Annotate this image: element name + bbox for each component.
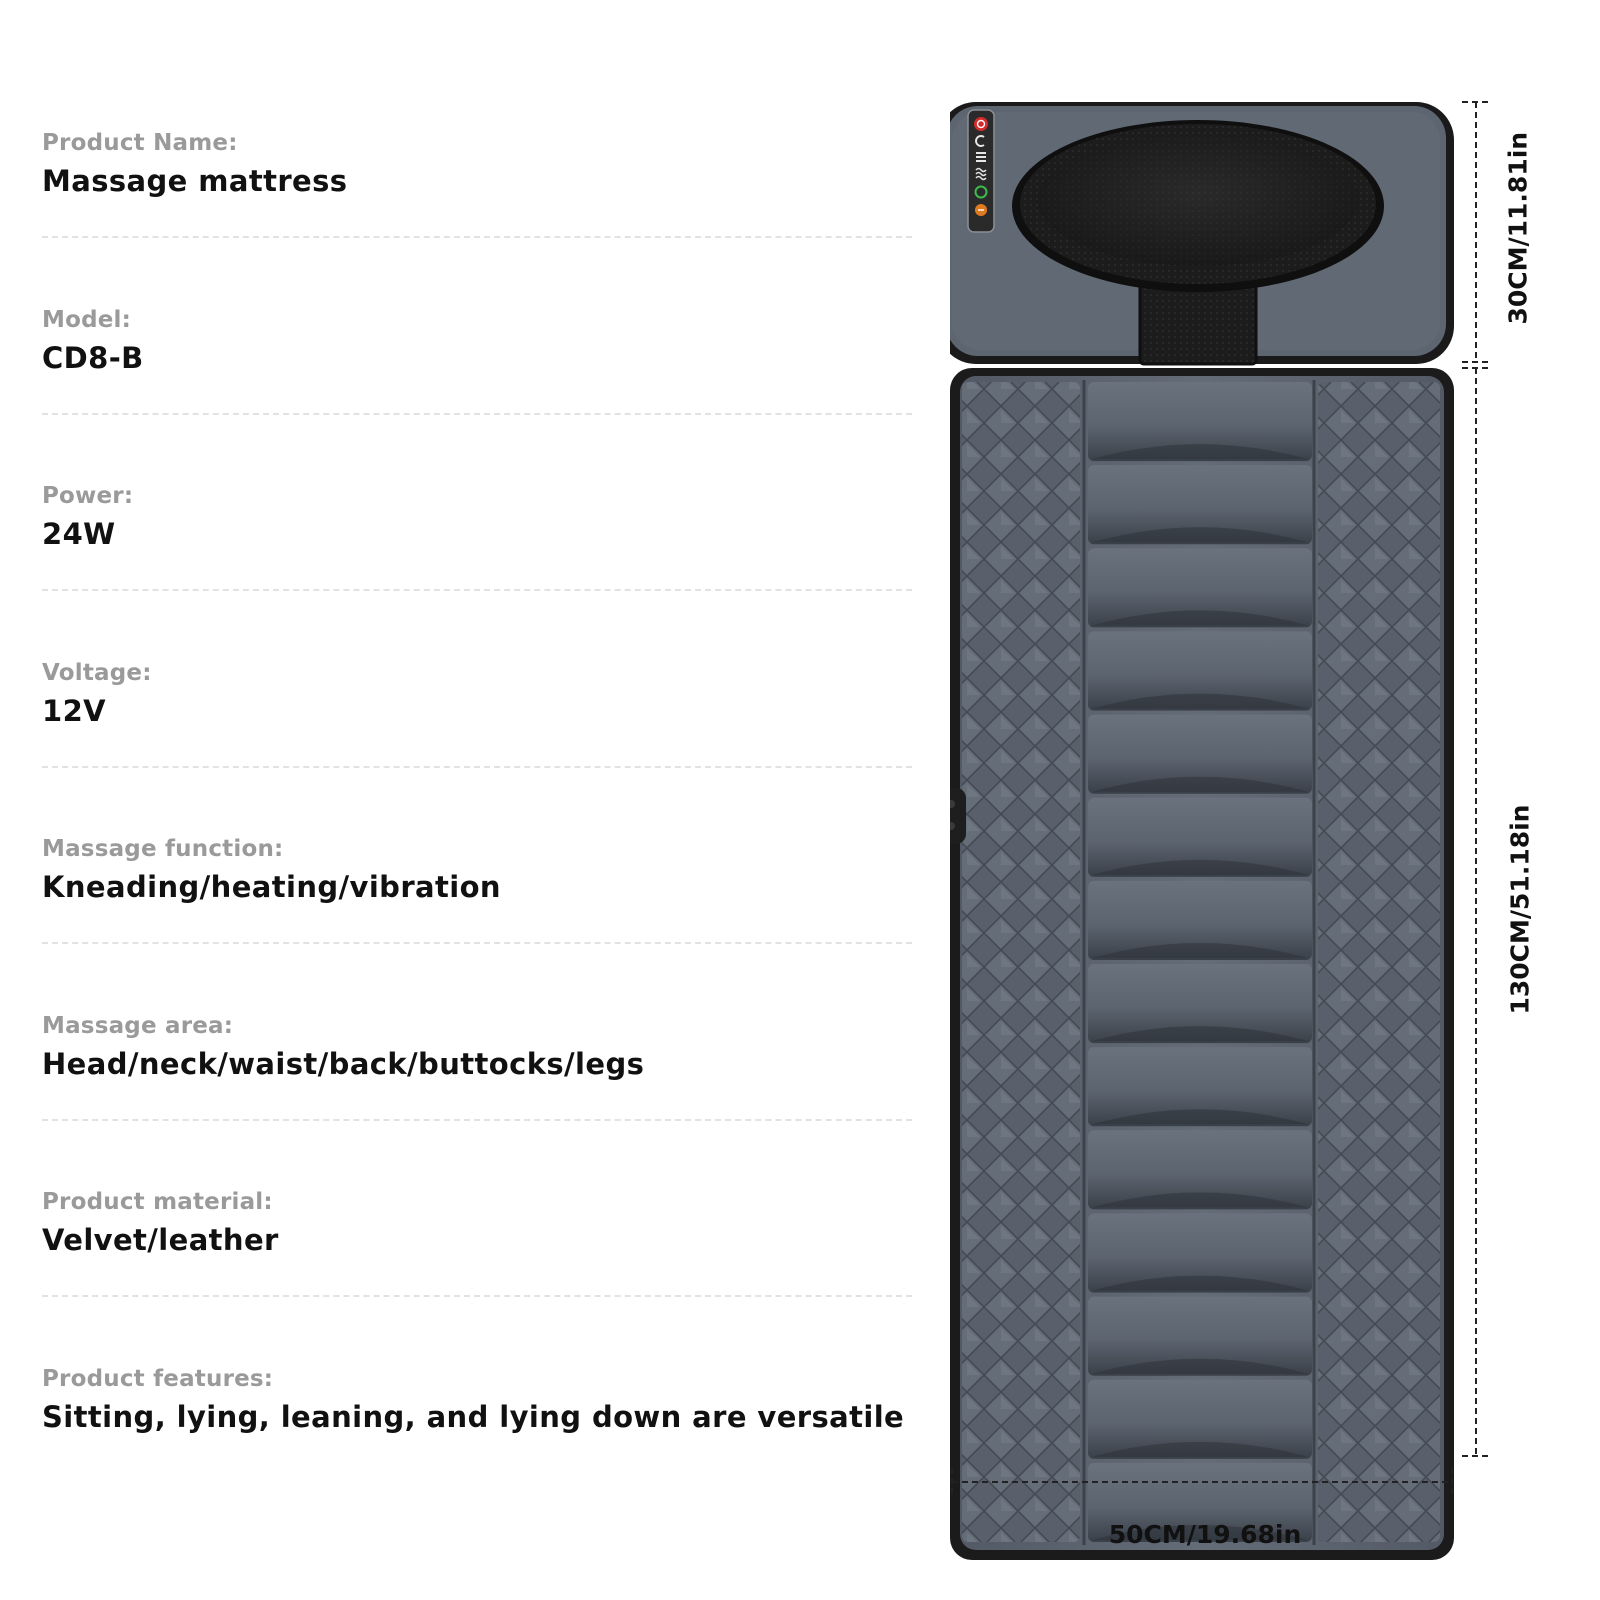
spec-massage-function: Massage function: Kneading/heating/vibra… [42,836,912,1018]
spec-label: Voltage: [42,660,152,686]
spec-value: 24W [42,517,116,551]
spec-value: 12V [42,694,107,728]
level-icon [976,152,986,162]
spec-label: Massage area: [42,1013,234,1039]
spec-value: CD8-B [42,341,144,375]
tube-shadow [1092,1525,1308,1540]
mode-icon [975,135,985,147]
tube-shadow [1092,859,1308,875]
tube-segment [1088,548,1312,628]
spec-value: Velvet/leather [42,1223,279,1257]
spec-voltage: Voltage: 12V [42,660,912,842]
tube-segment [1088,1047,1312,1127]
tube-shadow [1092,444,1308,460]
power-icon [974,117,988,131]
spec-value: Head/neck/waist/back/buttocks/legs [42,1047,645,1081]
tube-segment [1088,797,1312,877]
mat-height-label: 130CM/51.18in [1505,804,1535,1015]
spec-divider [42,942,912,944]
tube-shadow [1092,1109,1308,1125]
spec-divider [42,236,912,238]
spec-divider [42,1119,912,1121]
heat-icon [975,167,987,181]
tube-segment [1088,880,1312,960]
spec-divider [42,766,912,768]
tube-segment [1088,382,1312,462]
vibration-icon [975,204,987,216]
neck-pillow [950,102,1454,366]
timer-icon [974,185,988,199]
spec-divider [42,1295,912,1297]
tube-shadow [1092,1441,1308,1457]
pillow-height-label: 30CM/11.81in [1503,131,1533,325]
spec-product-features: Product features: Sitting, lying, leanin… [42,1366,912,1548]
tube-segment [1088,714,1312,794]
spec-power: Power: 24W [42,483,912,665]
tube-segment [1088,1296,1312,1376]
tube-shadow [1092,527,1308,543]
spec-value: Sitting, lying, leaning, and lying down … [42,1400,905,1434]
mat-body [950,368,1454,1560]
spec-massage-area: Massage area: Head/neck/waist/back/butto… [42,1013,912,1195]
tube-shadow [1092,1192,1308,1208]
pillow-strap [1138,282,1258,366]
product-illustration [950,101,1490,1560]
tube-shadow [1092,1026,1308,1042]
tube-shadow [1092,1358,1308,1374]
control-panel [967,109,995,233]
center-tube-segments [1088,382,1312,1542]
spec-label: Product features: [42,1366,274,1392]
tube-segment [1088,1379,1312,1459]
spec-model: Model: CD8-B [42,307,912,489]
tube-segment [1088,964,1312,1044]
tube-segment [1088,631,1312,711]
spec-product-material: Product material: Velvet/leather [42,1189,912,1371]
spec-label: Product Name: [42,130,238,156]
width-label: 50CM/19.68in [1108,1520,1302,1549]
spec-value: Massage mattress [42,164,348,198]
spec-value: Kneading/heating/vibration [42,870,501,904]
tube-shadow [1092,610,1308,626]
tube-shadow [1092,776,1308,792]
tube-segment [1088,1213,1312,1293]
left-diamond-panel [962,382,1080,1542]
tube-shadow [1092,943,1308,958]
tube-shadow [1092,1275,1308,1291]
tube-segment [1088,465,1312,545]
spec-label: Massage function: [42,836,284,862]
spec-label: Power: [42,483,134,509]
spec-divider [42,589,912,591]
spec-product-name: Product Name: Massage mattress [42,130,912,312]
spec-label: Model: [42,307,132,333]
tube-segment [1088,1130,1312,1210]
right-diamond-panel [1318,382,1440,1542]
spec-divider [42,413,912,415]
dimension-lines [951,101,1490,1496]
connector-port [950,788,966,844]
tube-shadow [1092,693,1308,709]
spec-label: Product material: [42,1189,273,1215]
